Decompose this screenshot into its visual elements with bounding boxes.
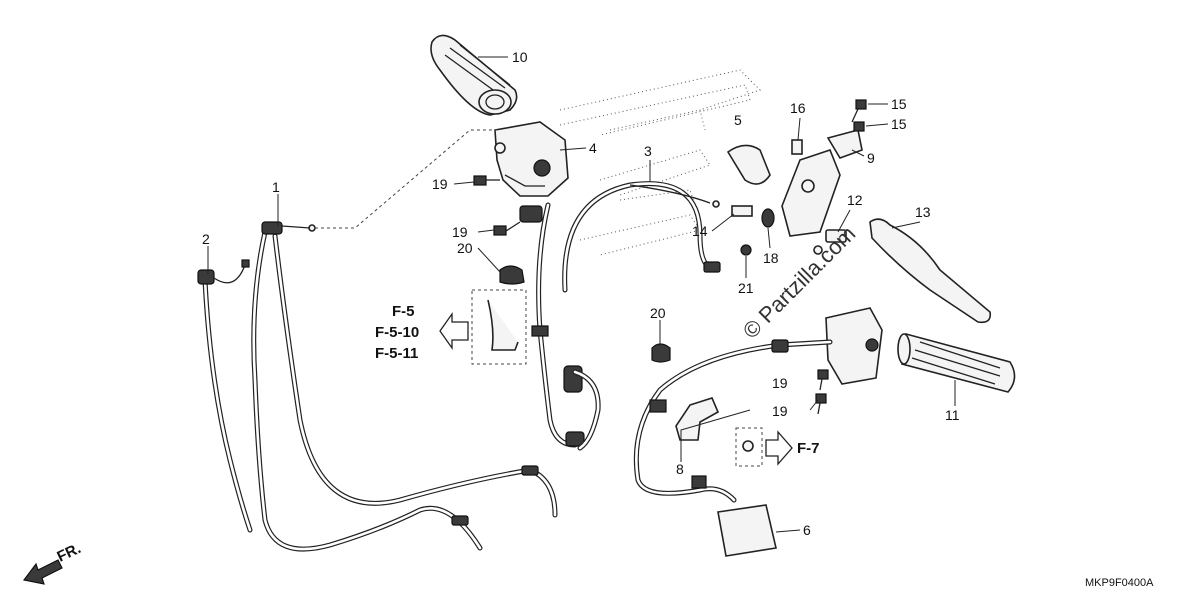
ref-left-1[interactable]: F-5 xyxy=(392,303,415,320)
part-4-throttle-housing[interactable] xyxy=(494,121,569,197)
callout-15-bottom[interactable]: 15 xyxy=(891,116,907,132)
part-14-adjuster[interactable] xyxy=(731,205,753,217)
part-8-cable-clamp[interactable] xyxy=(675,397,720,441)
part-10-throttle-grip[interactable] xyxy=(430,34,518,116)
part-6-switch-harness[interactable] xyxy=(633,339,833,557)
arrow-right-icon xyxy=(765,430,793,466)
reference-left[interactable]: F-5 F-5-10 F-5-11 xyxy=(375,303,469,362)
callout-21[interactable]: 21 xyxy=(738,280,754,296)
front-arrow-icon xyxy=(22,559,63,585)
callout-2[interactable]: 2 xyxy=(202,231,210,247)
part-20-clamp-left[interactable] xyxy=(499,265,525,285)
part-12-clutch-switch[interactable] xyxy=(813,229,847,255)
part-20-clamp-right[interactable] xyxy=(651,343,671,363)
diagram-code: MKP9F0400A xyxy=(1085,577,1154,589)
part-19-bolts-right[interactable] xyxy=(815,369,829,415)
callout-19-a[interactable]: 19 xyxy=(432,176,448,192)
callout-20-left[interactable]: 20 xyxy=(457,240,473,256)
part-19-bolts-left[interactable] xyxy=(473,175,543,236)
callout-13[interactable]: 13 xyxy=(915,204,931,220)
leader-lines xyxy=(207,56,956,533)
part-18-ring[interactable] xyxy=(761,208,775,228)
part-11-left-grip[interactable] xyxy=(897,332,1016,393)
reference-right[interactable]: F-7 xyxy=(765,430,820,466)
part-21-nut[interactable] xyxy=(740,244,752,256)
part-5-lever-cover[interactable] xyxy=(726,144,771,185)
callout-19-d[interactable]: 19 xyxy=(772,403,788,419)
ref-left-2[interactable]: F-5-10 xyxy=(375,324,419,341)
part-16-bolt[interactable] xyxy=(791,139,803,155)
part-2-clutch-switch-cable[interactable] xyxy=(197,259,253,533)
callout-5[interactable]: 5 xyxy=(734,112,742,128)
left-switch-housing[interactable] xyxy=(825,307,883,385)
guide-line-1-to-4 xyxy=(315,129,500,229)
reference-box-left xyxy=(471,289,527,365)
callout-3[interactable]: 3 xyxy=(644,143,652,159)
front-marker: FR. xyxy=(22,540,84,585)
callout-6[interactable]: 6 xyxy=(803,522,811,538)
callout-labels: 1 2 3 4 5 6 8 9 10 11 12 13 14 15 15 16 … xyxy=(202,49,960,538)
part-15-bolts[interactable] xyxy=(851,99,867,132)
callout-16[interactable]: 16 xyxy=(790,100,806,116)
part-13-clutch-lever[interactable] xyxy=(869,218,992,324)
callout-10[interactable]: 10 xyxy=(512,49,528,65)
arrow-left-icon xyxy=(439,311,469,351)
callout-14[interactable]: 14 xyxy=(692,223,708,239)
callout-1[interactable]: 1 xyxy=(272,179,280,195)
reference-box-right xyxy=(735,427,763,467)
part-3-clutch-cable[interactable] xyxy=(531,181,721,451)
callout-20-right[interactable]: 20 xyxy=(650,305,666,321)
callout-11[interactable]: 11 xyxy=(945,407,960,423)
callout-12[interactable]: 12 xyxy=(847,192,863,208)
background-shading xyxy=(559,69,761,256)
ref-left-3[interactable]: F-5-11 xyxy=(375,345,418,362)
callout-15-top[interactable]: 15 xyxy=(891,96,907,112)
callout-19-c[interactable]: 19 xyxy=(772,375,788,391)
callout-18[interactable]: 18 xyxy=(763,250,779,266)
front-marker-label: FR. xyxy=(55,540,84,566)
callout-8[interactable]: 8 xyxy=(676,461,684,477)
callout-4[interactable]: 4 xyxy=(589,140,597,156)
part-1-throttle-cables[interactable] xyxy=(251,221,558,552)
callout-19-b[interactable]: 19 xyxy=(452,224,468,240)
ref-right[interactable]: F-7 xyxy=(797,440,820,457)
callout-9[interactable]: 9 xyxy=(867,150,875,166)
